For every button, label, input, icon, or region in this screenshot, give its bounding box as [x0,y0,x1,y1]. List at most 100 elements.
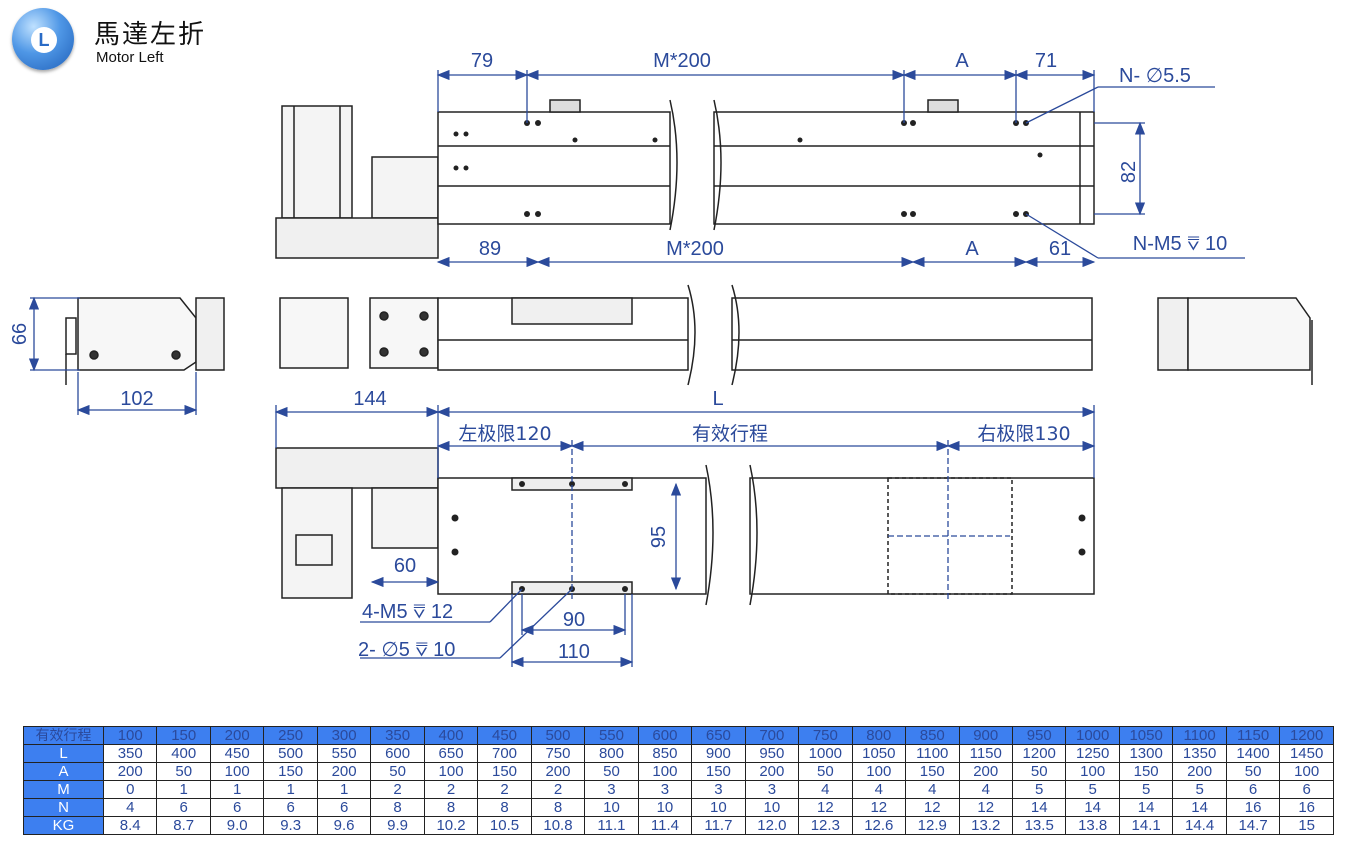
dim-n-m5: N-M5 ⩢ 10 [1133,233,1227,255]
table-cell: 3 [584,780,639,799]
table-cell: 150 [263,762,318,781]
table-cell: 200 [744,762,800,781]
table-cell: 100 [102,726,158,745]
table-cell: 200 [958,762,1013,781]
table-cell: 1 [263,780,318,799]
row-label: A [23,762,104,781]
dim-4-m5: 4-M5 ⩢ 12 [362,601,453,623]
table-cell: 200 [209,726,265,745]
table-cell: 12 [851,798,907,817]
table-cell: 10.5 [477,816,532,835]
table-cell: 1 [156,780,211,799]
table-cell: 10 [584,798,639,817]
top-view-dim-lines [436,69,1245,268]
table-cell: 1300 [1118,744,1174,763]
table-cell: 12.9 [905,816,960,835]
table-cell: 9.6 [316,816,372,835]
table-cell: 9.0 [209,816,265,835]
table-cell: 750 [530,744,586,763]
table-cell: 50 [584,762,639,781]
dim-l: L [712,388,723,410]
table-cell: 1100 [905,744,960,763]
dim-144: 144 [353,388,386,410]
table-cell: 550 [584,726,639,745]
table-cell: 150 [1118,762,1174,781]
table-cell: 3 [744,780,800,799]
row-label: M [23,780,104,799]
table-cell: 50 [1011,762,1067,781]
dim-71: 71 [1035,50,1057,72]
table-cell: 14 [1172,798,1227,817]
table-cell: 3 [691,780,746,799]
table-cell: 50 [156,762,211,781]
table-cell: 3 [637,780,693,799]
dim-110: 110 [558,641,590,663]
table-cell: 5 [1118,780,1174,799]
table-cell: 4 [958,780,1013,799]
table-cell: 14 [1011,798,1067,817]
table-cell: 5 [1065,780,1120,799]
table-cell: 5 [1011,780,1067,799]
table-cell: 14.7 [1225,816,1281,835]
table-cell: 6 [263,798,318,817]
dim-89: 89 [479,238,501,260]
front-view [279,284,1093,386]
table-cell: 5 [1172,780,1227,799]
table-cell: 250 [263,726,318,745]
table-cell: 12 [905,798,960,817]
table-cell: 2 [370,780,425,799]
table-cell: 11.1 [584,816,639,835]
table-cell: 900 [958,726,1013,745]
table-cell: 12.0 [744,816,800,835]
dim-61: 61 [1049,238,1071,260]
table-cell: 50 [798,762,853,781]
table-cell: 200 [102,762,158,781]
table-cell: 550 [316,744,372,763]
table-cell: 650 [691,726,746,745]
row-label: L [23,744,104,763]
dim-82: 82 [1118,161,1140,183]
table-cell: 1450 [1279,744,1334,763]
dim-right-limit: 右极限130 [977,423,1070,445]
table-cell: 100 [209,762,265,781]
dim-2-dia5: 2- ∅5 ⩢ 10 [358,639,455,661]
table-cell: 14 [1065,798,1120,817]
table-cell: 0 [102,780,158,799]
top-view [275,99,1095,259]
dim-90: 90 [563,609,585,631]
title-chinese: 馬達左折 [94,20,207,50]
table-cell: 13.2 [958,816,1013,835]
table-cell: 500 [530,726,586,745]
table-cell: 11.4 [637,816,693,835]
right-end-view [1157,297,1313,385]
table-cell: 600 [637,726,693,745]
table-cell: 13.5 [1011,816,1067,835]
table-cell: 1200 [1011,744,1067,763]
table-cell: 9.9 [370,816,425,835]
technical-drawing: 79 M*200 A 71 N- ∅5.5 82 89 M*200 A 61 N… [9,50,1313,668]
table-cell: 100 [637,762,693,781]
table-cell: 8 [530,798,586,817]
table-cell: 8 [477,798,532,817]
table-cell: 950 [1011,726,1067,745]
table-cell: 1150 [958,744,1013,763]
row-label: KG [23,816,104,835]
table-cell: 1100 [1172,726,1227,745]
table-cell: 900 [691,744,746,763]
table-cell: 1200 [1279,726,1334,745]
dim-66: 66 [9,323,31,345]
table-cell: 1 [316,780,372,799]
table-cell: 750 [798,726,853,745]
table-cell: 6 [1225,780,1281,799]
table-cell: 400 [156,744,211,763]
table-cell: 10.2 [423,816,479,835]
table-cell: 1050 [1118,726,1174,745]
dim-102: 102 [120,388,153,410]
left-end-view [65,297,225,385]
table-cell: 450 [209,744,265,763]
table-cell: 200 [530,762,586,781]
